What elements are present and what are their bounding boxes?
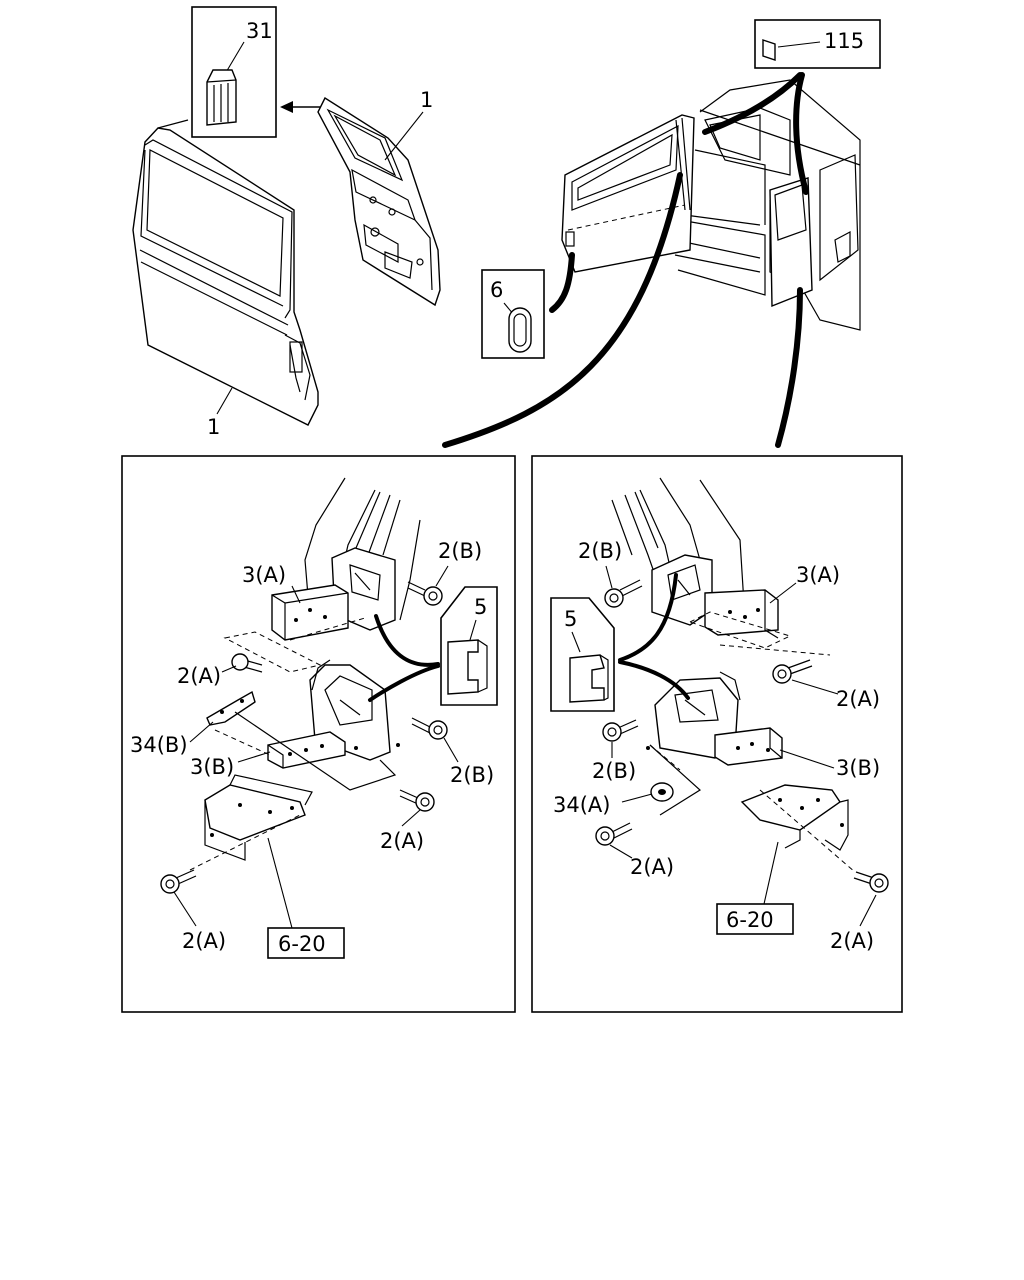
left-label-2A-lower: 2(A) [380, 829, 424, 853]
left-assembly [160, 477, 448, 894]
vehicle-body [561, 79, 861, 331]
left-label-3A: 3(A) [242, 563, 286, 587]
label-1-upper: 1 [420, 88, 433, 112]
label-1-lower: 1 [207, 415, 220, 439]
callout-31: 31 [191, 6, 277, 138]
right-ref-6-20: 6-20 [726, 908, 774, 932]
left-ref-6-20: 6-20 [278, 932, 326, 956]
right-label-2B-bot: 2(B) [592, 759, 636, 783]
left-detail-panel [121, 455, 516, 1013]
right-detail-panel [531, 455, 903, 1013]
right-assembly [595, 477, 889, 893]
right-label-2A-mid: 2(A) [836, 687, 880, 711]
left-label-34B: 34(B) [130, 733, 188, 757]
right-label-2A-lower: 2(A) [630, 855, 674, 879]
right-label-3A: 3(A) [796, 563, 840, 587]
left-label-5: 5 [474, 595, 487, 619]
right-label-34A: 34(A) [553, 793, 610, 817]
left-label-2A-bottom: 2(A) [182, 929, 226, 953]
left-callout-5: 5 [440, 586, 498, 706]
left-label-2B-top: 2(B) [438, 539, 482, 563]
door-inner-panel [317, 96, 441, 307]
right-label-2B-top: 2(B) [578, 539, 622, 563]
left-label-2B-bot: 2(B) [450, 763, 494, 787]
left-label-2A-mid: 2(A) [177, 664, 221, 688]
door-outer-panel [132, 119, 319, 426]
right-label-5: 5 [564, 607, 577, 631]
left-label-3B: 3(B) [190, 755, 234, 779]
label-31: 31 [246, 19, 273, 43]
callout-115: 115 [754, 19, 881, 69]
right-callout-5: 5 [550, 597, 615, 712]
right-ref-box [716, 903, 794, 935]
label-6: 6 [490, 278, 503, 302]
left-ref-box [267, 927, 345, 959]
callout-6: 6 [481, 269, 545, 359]
label-115: 115 [824, 29, 864, 53]
right-label-2A-bottom: 2(A) [830, 929, 874, 953]
right-label-3B: 3(B) [836, 756, 880, 780]
